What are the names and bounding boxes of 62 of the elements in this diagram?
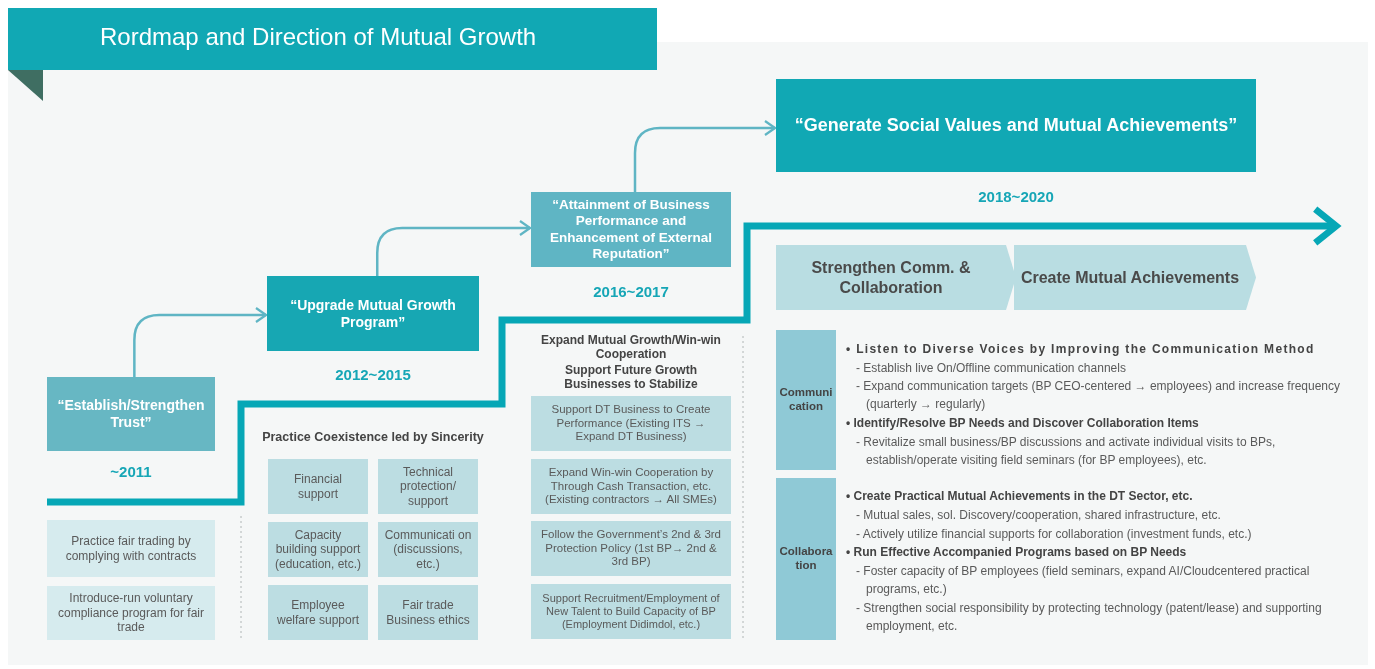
- text-box: [776, 478, 836, 640]
- note-text: - Foster capacity of BP employees (field seminars, expand AI/Cloudcentered practical programs, etc.): [856, 563, 1311, 598]
- box-text: “Generate Social Values and Mutual Achievements”: [794, 114, 1238, 137]
- note-text: - Establish live On/Offline communication channels: [856, 360, 1127, 377]
- year-label: 2016~2017: [592, 283, 670, 300]
- year-label: 2012~2015: [334, 366, 412, 383]
- box-text: Introduce-run voluntary compliance program for fair trade: [56, 591, 206, 635]
- chevron-shape: [776, 245, 1016, 310]
- text-box: [47, 520, 215, 577]
- box-text: Expand Win-win Cooperation by Through Cash Transaction, etc. (Existing contractors → All SMEs): [544, 465, 718, 508]
- text-box: [47, 377, 215, 451]
- box-text: Employee welfare support: [275, 598, 360, 627]
- note-text: - Revitalize small business/BP discussions and activate individual visits to BPs, establish/operate visiting field seminars (for BP employees), etc.: [856, 434, 1277, 469]
- heading-text: Support Future Growth Businesses to Stabilize: [563, 363, 699, 391]
- box-text: Create Mutual Achievements: [1020, 267, 1240, 288]
- note-text: - Mutual sales, sol. Discovery/cooperation, shared infrastructure, etc.: [856, 507, 1222, 524]
- text-box: [531, 459, 731, 514]
- box-text: “Attainment of Business Performance and Enhancement of External Reputation”: [548, 197, 713, 262]
- box-text: Capacity building support (education, etc.): [274, 527, 362, 572]
- text-box: [268, 585, 368, 640]
- curved-arrow: [633, 119, 777, 192]
- note-text: - Expand communication targets (BP CEO-centered → employees) and increase frequency (quarterly → regularly): [856, 378, 1341, 413]
- heading-text: Expand Mutual Growth/Win-win Cooperation: [540, 333, 722, 361]
- text-box: [776, 330, 836, 470]
- text-box: [378, 522, 478, 577]
- text-box: [47, 586, 215, 640]
- box-text: Strengthen Comm. & Collaboration: [810, 258, 972, 297]
- box-text: Fair trade Business ethics: [385, 598, 471, 627]
- text-box: [268, 459, 368, 514]
- title: Rordmap and Direction of Mutual Growth: [100, 22, 537, 52]
- heading-text: • Identify/Resolve BP Needs and Discover Collaboration Items: [846, 415, 1200, 432]
- chevron-shape: [1014, 245, 1256, 310]
- text-box: [378, 459, 478, 514]
- box-text: Support DT Business to Create Performance (Existing ITS → Expand DT Business): [550, 402, 712, 445]
- box-text: Support Recruitment/Employment of New Talent to Build Capacity of BP (Employment Didimdol, etc.): [541, 591, 721, 632]
- box-text: Financial support: [293, 472, 343, 501]
- text-box: [776, 79, 1256, 172]
- curved-arrow: [376, 219, 532, 276]
- heading-text: • Run Effective Accompanied Programs based on BP Needs: [846, 544, 1188, 561]
- note-text: - Strengthen social responsibility by protecting technology (patent/lease) and supporting employment, etc.: [856, 600, 1323, 635]
- box-text: Technical protection/ support: [398, 464, 457, 509]
- note-text: - Actively utilize financial supports for collaboration (investment funds, etc.): [856, 526, 1253, 543]
- curved-arrow: [133, 306, 268, 377]
- box-text: Practice fair trading by complying with contracts: [64, 534, 198, 563]
- text-box: [531, 521, 731, 576]
- year-label: ~2011: [109, 463, 153, 480]
- box-text: “Upgrade Mutual Growth Program”: [289, 296, 457, 331]
- box-text: Communi cation: [778, 386, 834, 414]
- box-text: Communicati on (discussions, etc.): [384, 527, 472, 572]
- year-label: 2018~2020: [977, 188, 1055, 205]
- heading-text: Practice Coexistence led by Sincerity: [262, 429, 484, 446]
- box-text: Follow the Government’s 2nd & 3rd Protection Policy (1st BP→ 2nd & 3rd BP): [539, 527, 722, 570]
- box-text: Collabora tion: [778, 545, 834, 573]
- text-box: [378, 585, 478, 640]
- text-box: [531, 584, 731, 639]
- text-box: [267, 276, 479, 351]
- heading-text: • Create Practical Mutual Achievements in the DT Sector, etc.: [846, 488, 1194, 505]
- text-box: [531, 192, 731, 267]
- text-box: [268, 522, 368, 577]
- heading-text: • Listen to Diverse Voices by Improving the Communication Method: [846, 341, 1316, 358]
- box-text: “Establish/Strengthen Trust”: [56, 397, 206, 431]
- text-box: [531, 396, 731, 451]
